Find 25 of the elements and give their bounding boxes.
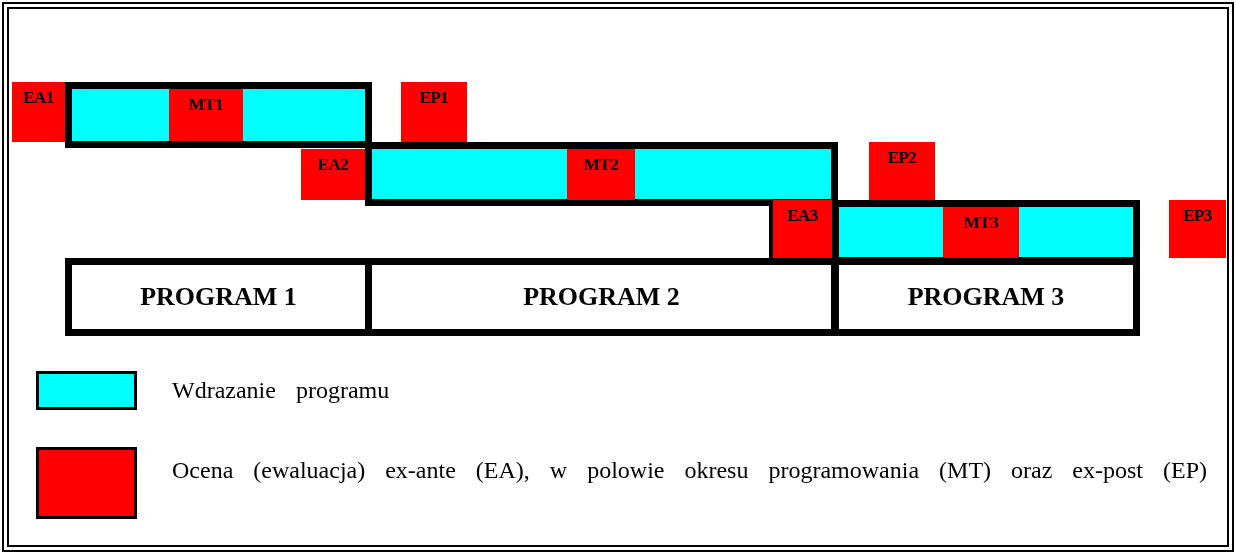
node-label: EA3 bbox=[787, 206, 818, 226]
node-label: PROGRAM 3 bbox=[907, 282, 1065, 312]
evaluation-box bbox=[301, 149, 365, 200]
legend-label: Ocena (ewaluacja) ex-ante (EA), w polowie okresu programowania (MT) oraz ex-post (EP) bbox=[171, 456, 1208, 485]
evaluation-box bbox=[401, 82, 467, 142]
node-label: EP3 bbox=[1183, 206, 1212, 226]
evaluation-box bbox=[1169, 200, 1226, 258]
node-label: EA1 bbox=[23, 88, 54, 108]
node-label: PROGRAM 2 bbox=[523, 282, 680, 312]
node-label: PROGRAM 1 bbox=[140, 282, 297, 312]
node-label: MT1 bbox=[188, 95, 224, 115]
legend-label: Wdrazanie programu bbox=[172, 376, 390, 405]
node-label: EP2 bbox=[887, 148, 917, 168]
evaluation-box bbox=[769, 200, 832, 258]
evaluation-box bbox=[943, 207, 1019, 258]
evaluation-box bbox=[869, 142, 935, 200]
timeline-bar bbox=[65, 82, 372, 148]
evaluation-box bbox=[169, 89, 243, 141]
node-label: EA2 bbox=[317, 155, 349, 175]
node-label: EP1 bbox=[419, 88, 449, 108]
timeline-bar bbox=[365, 142, 838, 206]
node-label: MT3 bbox=[963, 213, 999, 233]
evaluation-box bbox=[12, 82, 65, 142]
node-label: MT2 bbox=[583, 155, 619, 175]
evaluation-box bbox=[567, 149, 635, 200]
